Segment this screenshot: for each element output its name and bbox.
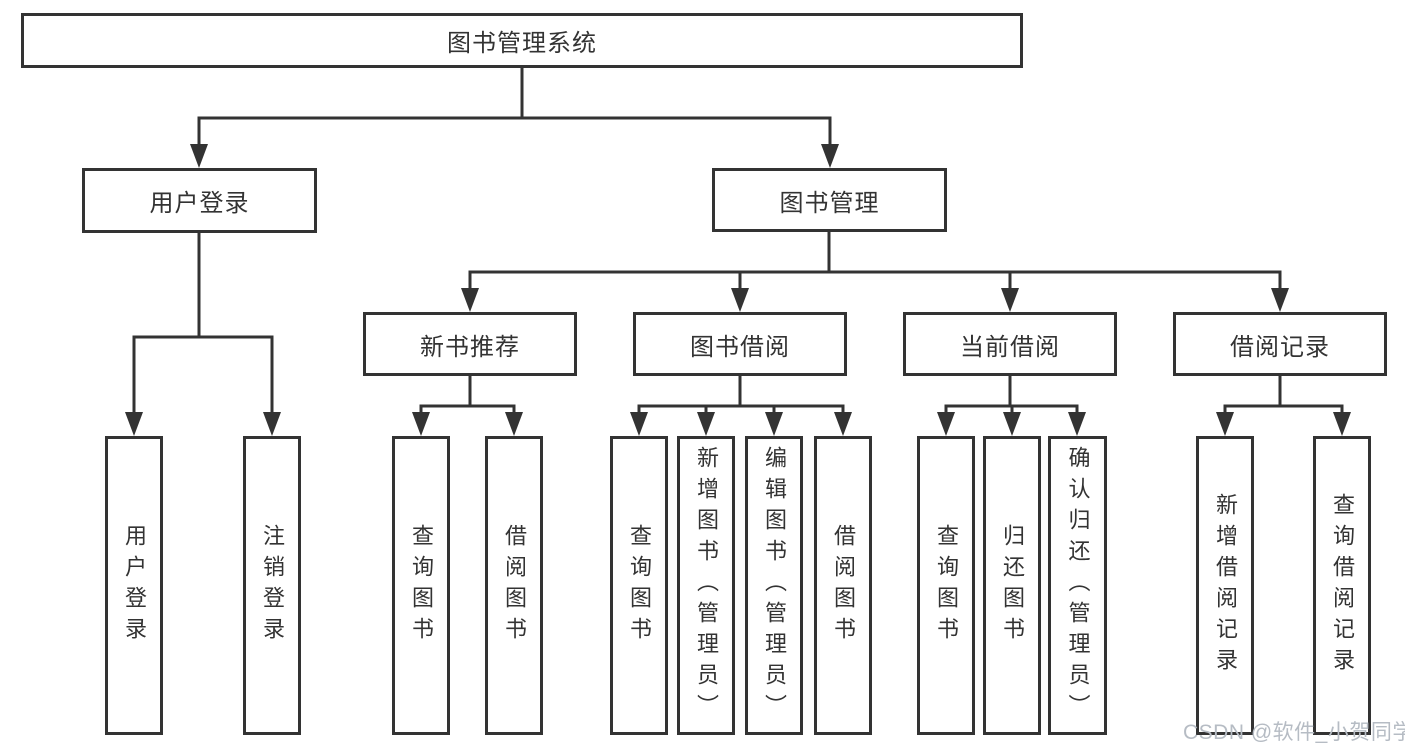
leaf-query-books-recommend: 查询图书 [392,436,450,735]
node-user-login: 用户登录 [82,168,317,233]
node-new-book-recommend: 新书推荐 [363,312,577,376]
leaf-query-books-current: 查询图书 [917,436,975,735]
node-label: 借阅记录 [1230,333,1330,361]
leaf-query-borrow-record: 查询借阅记录 [1313,436,1371,735]
leaf-label: 新增借阅记录 [1213,492,1238,679]
leaf-label: 确认归还（管理员） [1065,446,1091,725]
leaf-label: 查询借阅记录 [1330,492,1355,679]
leaf-label: 借阅图书 [502,523,527,648]
leaf-label: 归还图书 [1000,523,1025,648]
node-label: 新书推荐 [420,333,520,361]
node-label: 当前借阅 [960,333,1060,361]
node-library-management-system: 图书管理系统 [21,13,1023,68]
leaf-borrow-books: 借阅图书 [814,436,872,735]
leaf-return-books: 归还图书 [983,436,1041,735]
leaf-label: 编辑图书（管理员） [762,446,787,725]
node-book-borrowing: 图书借阅 [633,312,847,376]
leaf-borrow-books-recommend: 借阅图书 [485,436,543,735]
leaf-label: 注销登录 [260,523,285,648]
leaf-edit-book-admin: 编辑图书（管理员） [745,436,803,735]
leaf-label: 借阅图书 [831,523,856,648]
node-label: 图书管理 [779,189,880,217]
node-label: 图书借阅 [690,333,790,361]
leaf-label: 查询图书 [627,523,652,648]
node-label: 用户登录 [149,190,250,217]
leaf-confirm-return-admin: 确认归还（管理员） [1048,436,1107,735]
node-current-borrowing: 当前借阅 [903,312,1117,376]
leaf-query-books-borrowing: 查询图书 [610,436,668,735]
node-label: 图书管理系统 [447,30,597,57]
leaf-add-borrow-record: 新增借阅记录 [1196,436,1254,735]
leaf-logout: 注销登录 [243,436,301,735]
node-book-management: 图书管理 [712,168,947,232]
leaf-label: 用户登录 [122,523,147,648]
csdn-watermark: CSDN @软件_小贺同学 [1183,721,1405,744]
leaf-label: 查询图书 [934,523,959,648]
leaf-label: 查询图书 [409,523,434,648]
leaf-add-book-admin: 新增图书（管理员） [677,436,735,735]
leaf-label: 新增图书（管理员） [694,446,719,725]
node-borrowing-records: 借阅记录 [1173,312,1387,376]
leaf-user-login: 用户登录 [105,436,163,735]
